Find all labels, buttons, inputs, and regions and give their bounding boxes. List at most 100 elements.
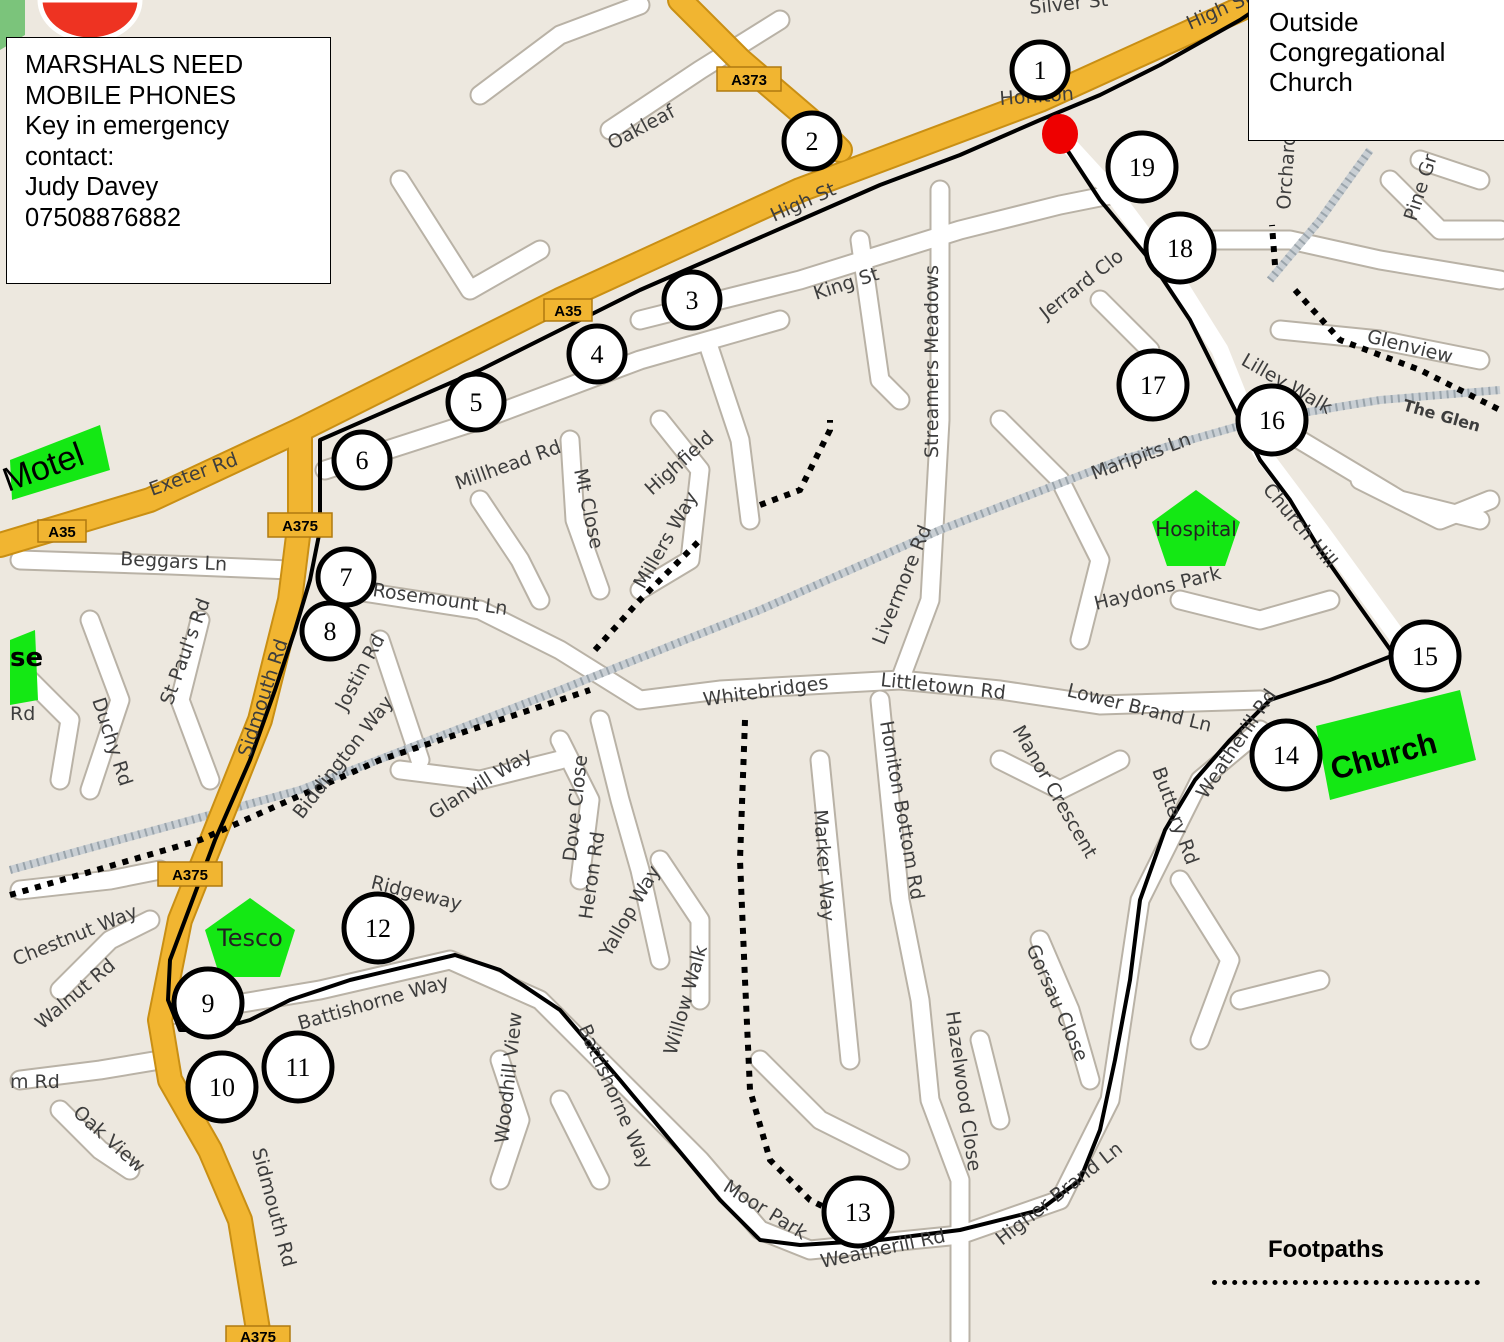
marker-number: 12	[365, 914, 391, 943]
notice-line: MARSHALS NEED	[25, 51, 244, 79]
marker-circle	[331, 429, 393, 491]
shield-a375-mid: A375	[157, 861, 223, 887]
marshal-marker: 4	[566, 323, 628, 385]
marker-circle	[261, 1030, 335, 1104]
svg-text:A375: A375	[282, 518, 318, 535]
marker-circle	[566, 323, 628, 385]
marshal-marker: 12	[341, 891, 415, 965]
footpaths	[9, 224, 1502, 1213]
shield-a373: A373	[716, 66, 782, 92]
svg-text:A35: A35	[554, 303, 582, 320]
footpaths-legend: Footpaths	[1210, 1236, 1490, 1296]
notice-line: MOBILE PHONES	[25, 81, 237, 110]
railway	[8, 147, 1501, 874]
start-location-box: Outside Congregational Church	[1248, 0, 1504, 141]
svg-text:A375: A375	[172, 867, 208, 884]
marshal-marker: 1	[1009, 39, 1071, 101]
marker-circle	[1116, 348, 1190, 422]
marker-number: 13	[845, 1198, 871, 1227]
hospital-marker	[1152, 490, 1240, 566]
marshal-marker: 19	[1105, 130, 1179, 204]
marker-number: 6	[356, 446, 369, 475]
street-label: m Rd	[10, 1071, 60, 1093]
marker-circle	[1235, 383, 1309, 457]
tesco-marker	[205, 898, 295, 977]
notice-line: Key in emergency	[25, 112, 230, 140]
marker-number: 4	[591, 340, 604, 369]
hospital-label: Hospital	[1155, 517, 1237, 541]
marshal-marker: 3	[661, 269, 723, 331]
svg-text:A35: A35	[48, 524, 76, 541]
marker-circle	[1105, 130, 1179, 204]
marker-number: 5	[470, 388, 483, 417]
marshal-marker: 7	[315, 546, 377, 608]
marshal-marker: 18	[1143, 211, 1217, 285]
marker-circle	[445, 371, 507, 433]
street-label: Rd	[10, 703, 35, 725]
svg-text:A375: A375	[240, 1329, 276, 1342]
marshal-marker: 2	[781, 110, 843, 172]
notice-line: Judy Davey	[25, 173, 159, 201]
start-dot	[1042, 114, 1078, 154]
marker-circle	[1249, 718, 1323, 792]
legend-label: Footpaths	[1268, 1236, 1384, 1263]
marker-number: 14	[1273, 741, 1299, 770]
green-area-west	[10, 630, 38, 705]
marshal-marker: 13	[821, 1175, 895, 1249]
marker-circle	[185, 1050, 259, 1124]
marker-number: 19	[1129, 153, 1155, 182]
shield-a375-south: A375	[225, 1325, 291, 1342]
marker-circle	[171, 966, 245, 1040]
marker-number: 11	[285, 1053, 310, 1082]
start-line: Church	[1269, 67, 1353, 97]
street-label: se	[10, 643, 43, 673]
marker-number: 16	[1259, 406, 1285, 435]
marker-number: 18	[1167, 234, 1193, 263]
marshal-marker: 17	[1116, 348, 1190, 422]
marker-circle	[299, 600, 361, 662]
marker-number: 7	[340, 563, 353, 592]
church-area	[1316, 690, 1476, 800]
tesco-label: Tesco	[216, 924, 283, 952]
marker-number: 10	[209, 1073, 235, 1102]
legend-dotted-line	[1212, 1280, 1480, 1285]
shield-a35-east: A35	[543, 298, 593, 322]
marker-number: 1	[1034, 56, 1047, 85]
marker-circle	[661, 269, 723, 331]
marker-circle	[781, 110, 843, 172]
marshal-marker: 8	[299, 600, 361, 662]
shield-a35-west: A35	[37, 519, 87, 543]
marker-circle	[1388, 619, 1462, 693]
marshal-marker: 16	[1235, 383, 1309, 457]
marshal-notice: MARSHALS NEED MOBILE PHONES Key in emerg…	[6, 37, 331, 284]
marker-number: 9	[202, 989, 215, 1018]
marshal-marker: 15	[1388, 619, 1462, 693]
svg-text:A373: A373	[731, 72, 767, 89]
marker-number: 15	[1412, 642, 1438, 671]
marker-number: 17	[1140, 371, 1166, 400]
marker-circle	[315, 546, 377, 608]
marshal-marker: 9	[171, 966, 245, 1040]
marker-circle	[1009, 39, 1071, 101]
marshal-marker: 6	[331, 429, 393, 491]
street-label: Orchard	[1273, 133, 1300, 210]
notice-line: contact:	[25, 142, 115, 171]
marker-number: 2	[806, 127, 819, 156]
marker-number: 8	[324, 617, 337, 646]
start-line: Outside	[1269, 7, 1359, 37]
shield-a375-north: A375	[267, 512, 333, 538]
marker-number: 3	[686, 286, 699, 315]
marker-circle	[1143, 211, 1217, 285]
marker-circle	[821, 1175, 895, 1249]
marshal-marker: 10	[185, 1050, 259, 1124]
marshal-marker: 11	[261, 1030, 335, 1104]
major-roads	[0, 0, 1273, 1342]
marshal-marker: 14	[1249, 718, 1323, 792]
notice-line: 07508876882	[25, 203, 182, 232]
marshal-marker: 5	[445, 371, 507, 433]
marker-circle	[341, 891, 415, 965]
street-label: Streamers Meadows	[921, 265, 943, 458]
